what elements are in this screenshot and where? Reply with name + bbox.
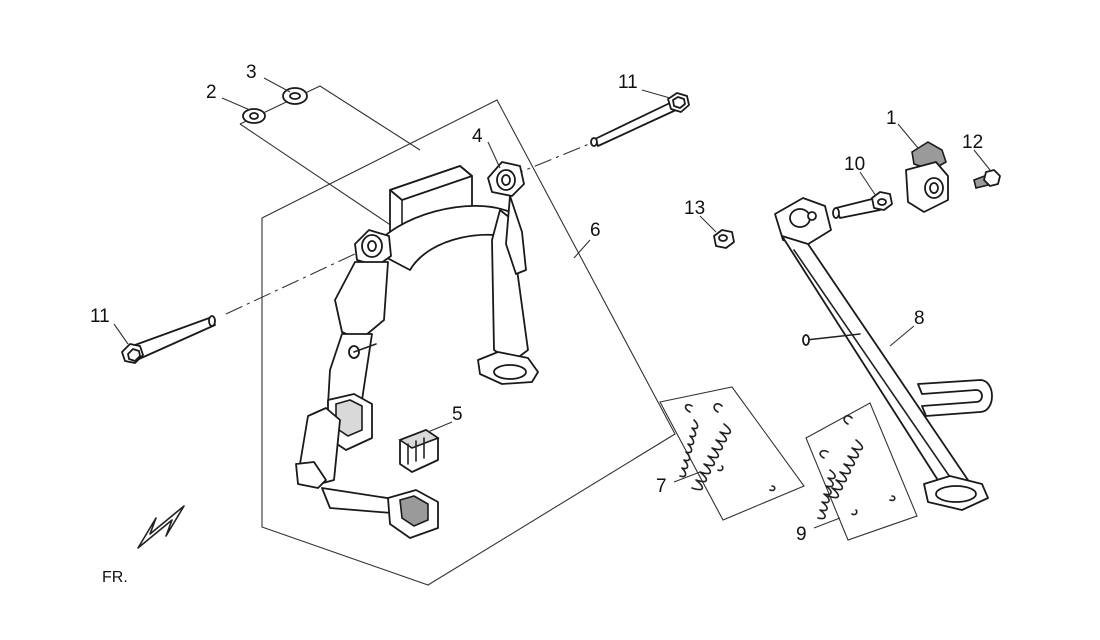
rubber-stopper-5[interactable] [398,429,440,473]
label-part-8: 8 [914,308,925,329]
spring-set-7[interactable] [679,403,776,492]
bolt-11-upper[interactable] [590,92,690,147]
label-part-1: 1 [886,108,897,129]
label-part-4: 4 [472,126,483,147]
assembly-line-2-3b [239,123,396,229]
screw-12[interactable] [973,169,1001,189]
label-part-13: 13 [684,198,705,219]
label-part-2: 2 [206,82,217,103]
group-outline-9 [805,402,918,541]
spring-set-9[interactable] [817,415,896,520]
sensor-switch-1[interactable] [905,141,949,213]
group-outline-6 [261,99,676,586]
front-direction-arrow [137,505,185,549]
main-stand-6[interactable] [295,161,539,539]
assembly-line-2-3 [239,85,421,151]
label-part-12: 12 [962,132,983,153]
label-part-7: 7 [656,476,667,497]
label-part-11-lower: 11 [90,306,110,327]
bolt-10[interactable] [832,191,893,219]
label-part-10: 10 [844,154,865,175]
axis-line-lower [225,245,373,315]
washer-2[interactable] [242,108,266,124]
front-direction-label: FR. [102,569,128,586]
label-part-6: 6 [590,220,601,241]
group-outline-7 [659,386,805,521]
nut-13[interactable] [713,229,735,249]
bolt-11-lower[interactable] [121,315,216,364]
label-part-5: 5 [452,404,463,425]
label-part-3: 3 [246,62,257,83]
side-stand-8[interactable] [774,197,993,511]
label-part-11-upper: 11 [618,72,638,93]
label-part-9: 9 [796,524,807,545]
leader-lines [113,77,991,529]
